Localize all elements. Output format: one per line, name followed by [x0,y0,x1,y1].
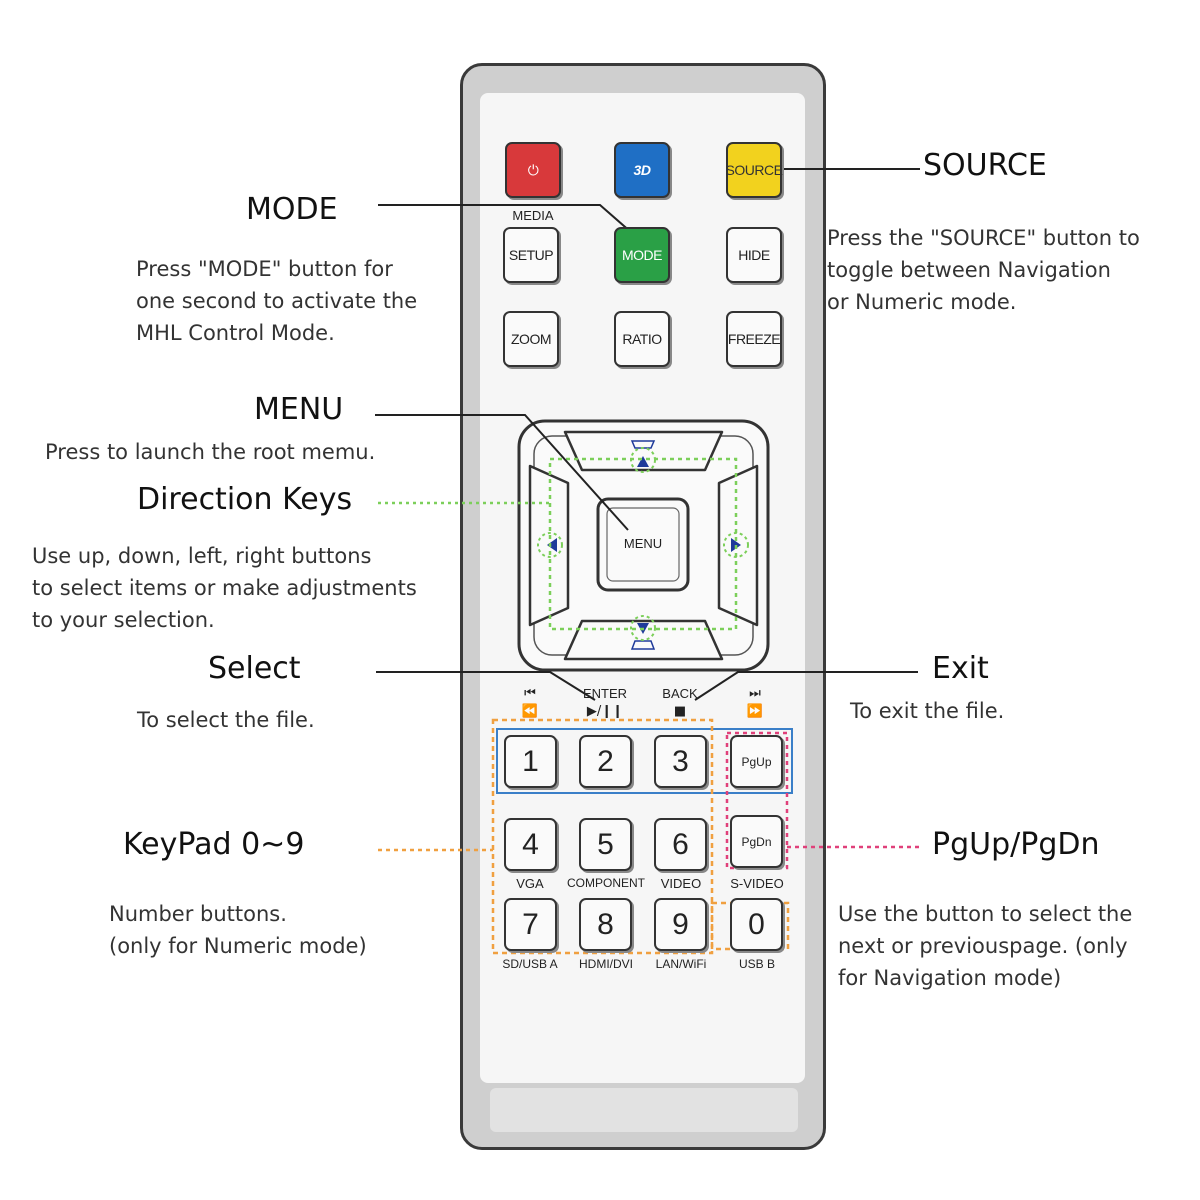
direction-description-line: Use up, down, left, right buttons [32,544,372,568]
select-title: Select [208,651,301,686]
keypad-description: Number buttons. (only for Numeric mode) [109,898,367,962]
power-icon: ⏻ [527,161,539,178]
menu-key-label: MENU [623,536,663,551]
pgdn-button[interactable]: PgDn [730,815,783,868]
rewind-icon: ⏪ [521,704,539,719]
navigation-highlight-box [496,728,793,794]
pgupdn-title: PgUp/PgDn [932,827,1100,862]
keypad-highlight-box [491,718,714,955]
s-video-label: S-VIDEO [730,876,784,891]
mode-title: MODE [246,192,338,227]
play-pause-icon: ▶/❙❙ [586,704,624,719]
key-7[interactable]: 7 [504,898,557,951]
3d-button[interactable]: 3D [614,142,670,198]
power-button[interactable]: ⏻ [505,142,561,198]
menu-leader-line [375,414,629,531]
key-3[interactable]: 3 [654,735,707,788]
mode-button[interactable]: MODE [614,227,670,283]
component-label: COMPONENT [567,876,645,890]
mode-description-line: one second to activate the [136,289,418,313]
keypad-title: KeyPad 0~9 [123,827,305,862]
keystone-down-icon [630,640,656,650]
direction-description-line: to select items or make adjustments [32,576,417,600]
enter-label: ENTER [582,686,628,701]
next-icon: ⏭ [749,686,761,701]
key-9[interactable]: 9 [654,898,707,951]
source-description: Press the "SOURCE" button to toggle betw… [827,222,1140,318]
source-button[interactable]: SOURCE [726,142,783,198]
source-description-line: Press the "SOURCE" button to [827,226,1140,250]
mode-description-line: MHL Control Mode. [136,321,335,345]
previous-icon: ⏮ [524,686,536,701]
fast-forward-icon: ⏩ [746,704,764,719]
pgupdn-description-line: Use the button to select the [838,902,1133,926]
key-2[interactable]: 2 [579,735,632,788]
pgupdn-description-line: next or previouspage. (only [838,934,1128,958]
left-arrow-icon [547,538,557,552]
keypad-description-line: (only for Numeric mode) [109,934,367,958]
key-1[interactable]: 1 [504,735,557,788]
key-0[interactable]: 0 [730,898,783,951]
pgup-button[interactable]: PgUp [730,735,783,788]
mode-description-line: Press "MODE" button for [136,257,393,281]
remote-bottom-panel [490,1088,798,1132]
menu-description-line: Press to launch the root memu. [45,440,376,464]
direction-keys-title: Direction Keys [137,482,353,517]
back-label: BACK [662,686,698,701]
direction-pad [517,419,770,672]
direction-description-line: to your selection. [32,608,215,632]
up-arrow-icon [637,456,649,467]
pgupdn-description: Use the button to select the next or pre… [838,898,1132,994]
direction-keys-description: Use up, down, left, right buttons to sel… [32,540,417,636]
sd-usb-a-label: SD/USB A [502,957,558,971]
key-4[interactable]: 4 [504,818,557,871]
exit-title: Exit [932,651,989,686]
exit-leader-line [694,671,918,701]
key-5[interactable]: 5 [579,818,632,871]
ratio-button[interactable]: RATIO [614,311,670,367]
key-8[interactable]: 8 [579,898,632,951]
exit-description: To exit the file. [850,695,1004,727]
exit-description-line: To exit the file. [850,699,1005,723]
stop-icon: ■ [673,704,687,719]
select-description-line: To select the file. [137,708,315,732]
usb-b-label: USB B [738,957,775,971]
pgupdn-highlight-box [725,731,789,870]
hdmi-dvi-label: HDMI/DVI [579,957,633,971]
select-description: To select the file. [137,704,315,736]
lan-wifi-label: LAN/WiFi [655,957,707,971]
source-description-line: or Numeric mode. [827,290,1017,314]
media-label: MEDIA [512,208,554,223]
mode-description: Press "MODE" button for one second to ac… [136,253,417,349]
zoom-button[interactable]: ZOOM [503,311,559,367]
key-6[interactable]: 6 [654,818,707,871]
video-label: VIDEO [660,876,702,891]
source-description-line: toggle between Navigation [827,258,1111,282]
menu-description: Press to launch the root memu. [45,436,375,468]
source-title: SOURCE [923,148,1047,183]
select-leader-line [376,671,596,701]
keystone-up-icon [630,440,656,449]
menu-title: MENU [254,392,344,427]
up-key[interactable] [563,430,724,472]
vga-label: VGA [516,876,544,891]
freeze-button[interactable]: FREEZE [726,311,782,367]
keypad-description-line: Number buttons. [109,902,287,926]
setup-button[interactable]: SETUP [503,227,559,283]
pgupdn-description-line: for Navigation mode) [838,966,1062,990]
hide-button[interactable]: HIDE [726,227,782,283]
